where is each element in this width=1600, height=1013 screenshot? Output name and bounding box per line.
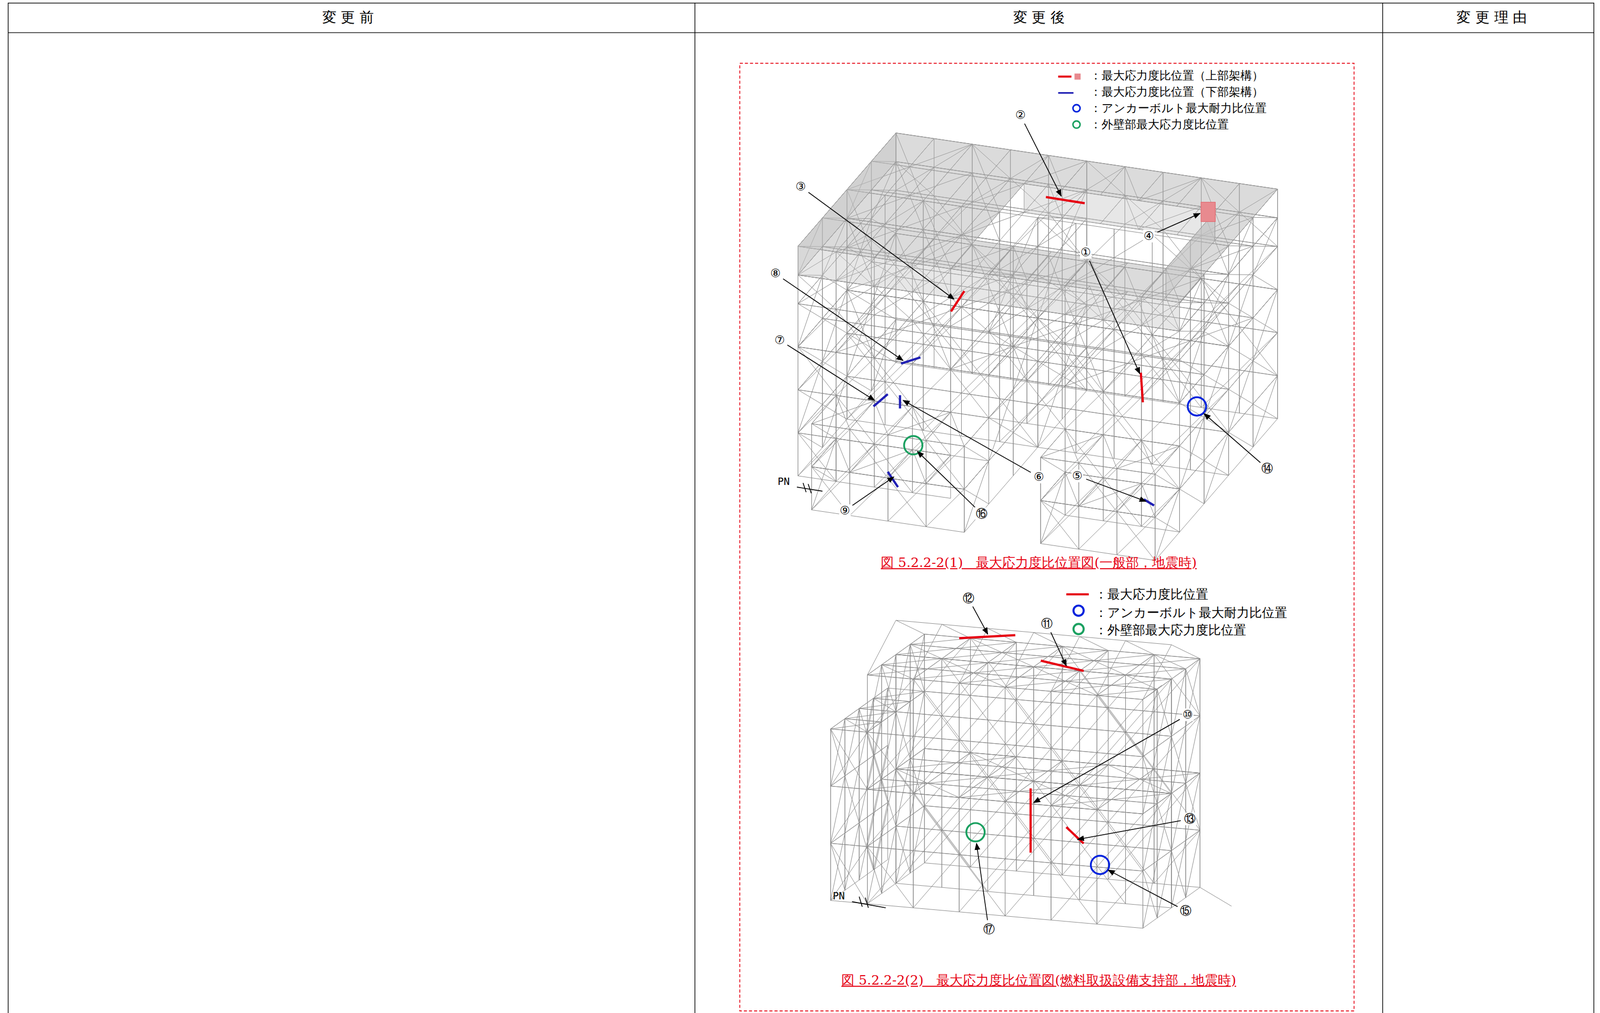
legend-line <box>1057 75 1072 78</box>
max-stress-mark <box>1041 660 1085 671</box>
max-stress-mark <box>1029 788 1032 853</box>
column-header: 変 更 理 由 <box>1456 9 1527 26</box>
callout-number: ⑮ <box>1179 904 1192 917</box>
max-stress-mark <box>901 357 921 364</box>
callout-number: ⑩ <box>1181 708 1194 721</box>
callout-number: ⑯ <box>975 507 988 521</box>
legend-text: ：外壁部最大応力度比位置 <box>1094 623 1247 637</box>
north-arrow-tick <box>802 482 807 492</box>
leader-arrow <box>787 344 875 401</box>
frame-model <box>830 619 1232 929</box>
leader-arrow <box>917 451 976 507</box>
callout-number: ⑭ <box>1260 462 1274 475</box>
north-arrow-tick <box>859 896 863 907</box>
column-header: 変 更 前 <box>322 9 374 26</box>
legend-circle <box>1073 120 1081 129</box>
frame-members <box>830 619 1232 929</box>
table-border <box>8 3 1595 1013</box>
callout-number: ③ <box>795 180 807 193</box>
callout-number: ⑪ <box>1040 617 1054 630</box>
north-arrow-line <box>851 901 886 908</box>
column-rule <box>694 3 696 1013</box>
position-circle <box>1187 396 1207 416</box>
callout-number: ④ <box>1143 229 1155 242</box>
roof-face <box>1024 183 1216 241</box>
callout-number: ① <box>1079 246 1092 259</box>
callout-number: ⑥ <box>1033 470 1045 484</box>
figure-caption: 図 5.2.2-2(2) 最大応力度比位置図(燃料取扱設備支持部，地震時) <box>841 972 1237 988</box>
callout-number: ⑤ <box>1071 469 1084 483</box>
max-stress-mark <box>951 290 965 312</box>
leader-arrow <box>808 192 955 300</box>
max-stress-area <box>1200 201 1216 222</box>
callout-number: ⑰ <box>982 922 996 936</box>
legend-text: ：最大応力度比位置（下部架構） <box>1089 85 1264 99</box>
roof-face <box>798 246 1180 331</box>
leader-arrow <box>1086 479 1147 502</box>
callout-number: ⑬ <box>1183 812 1197 825</box>
leader-arrow <box>1033 719 1180 803</box>
max-stress-mark <box>873 393 888 406</box>
roof-face <box>798 133 896 275</box>
callout-number: ⑦ <box>773 333 786 346</box>
figure-caption: 図 5.2.2-2(1) 最大応力度比位置図(一般部，地震時) <box>880 555 1197 570</box>
north-label: PN <box>777 475 790 487</box>
north-arrow <box>797 482 886 908</box>
frame-members <box>798 133 1278 561</box>
column-header: 変 更 後 <box>1013 9 1065 26</box>
leader-arrow <box>1050 632 1067 666</box>
stress-marks <box>873 197 1216 874</box>
column-rule <box>1382 3 1383 1013</box>
legend-square <box>1074 73 1082 80</box>
position-circle <box>903 435 923 455</box>
legend-circle <box>1073 623 1084 634</box>
leader-arrow <box>782 278 903 361</box>
leader-arrow <box>852 476 894 506</box>
legend-text: ：アンカーボルト最大耐力比位置 <box>1094 605 1288 620</box>
frame-model <box>798 133 1278 561</box>
leader-arrow <box>1077 820 1181 840</box>
legend-line <box>1057 92 1074 94</box>
north-label: PN <box>832 889 845 901</box>
leader-arrow <box>1204 413 1261 463</box>
legend-line <box>1066 593 1089 596</box>
leader-arrow <box>903 400 1032 473</box>
max-stress-mark <box>1066 827 1084 844</box>
legend-circle <box>1073 605 1084 616</box>
legend-text: ：アンカーボルト最大耐力比位置 <box>1089 102 1267 115</box>
max-stress-mark <box>887 471 898 487</box>
callout-number: ⑨ <box>839 504 851 517</box>
roof-face <box>1165 211 1215 298</box>
leader-arrow <box>1108 869 1178 907</box>
leader-arrow <box>972 606 988 635</box>
legend-swatches <box>1057 73 1089 635</box>
position-circle <box>966 822 985 842</box>
max-stress-mark <box>899 394 902 409</box>
callout-number: ⑧ <box>769 267 782 280</box>
leader-arrow <box>976 843 988 921</box>
max-stress-mark <box>1045 197 1085 204</box>
leader-arrow <box>1157 213 1200 233</box>
north-arrow-tick <box>865 897 869 908</box>
callout-number: ② <box>1014 108 1027 122</box>
legend-text: ：最大応力度比位置 <box>1094 587 1209 601</box>
leader-lines <box>782 123 1261 921</box>
leader-arrow <box>1024 123 1062 197</box>
legend-text: ：最大応力度比位置（上部架構） <box>1089 69 1264 83</box>
callout-number: ⑫ <box>962 592 975 605</box>
position-circle <box>1091 855 1110 874</box>
leader-arrow <box>1089 260 1140 374</box>
header-rule <box>8 32 1595 33</box>
legend-text: ：外壁部最大応力度比位置 <box>1089 118 1229 131</box>
table-frame <box>8 3 1595 1013</box>
max-stress-mark <box>1140 372 1144 403</box>
max-stress-mark <box>959 635 1016 639</box>
legend-circle <box>1073 104 1081 112</box>
max-stress-mark <box>1144 498 1155 506</box>
north-arrow-tick <box>808 483 812 493</box>
change-frame <box>739 63 1354 1011</box>
